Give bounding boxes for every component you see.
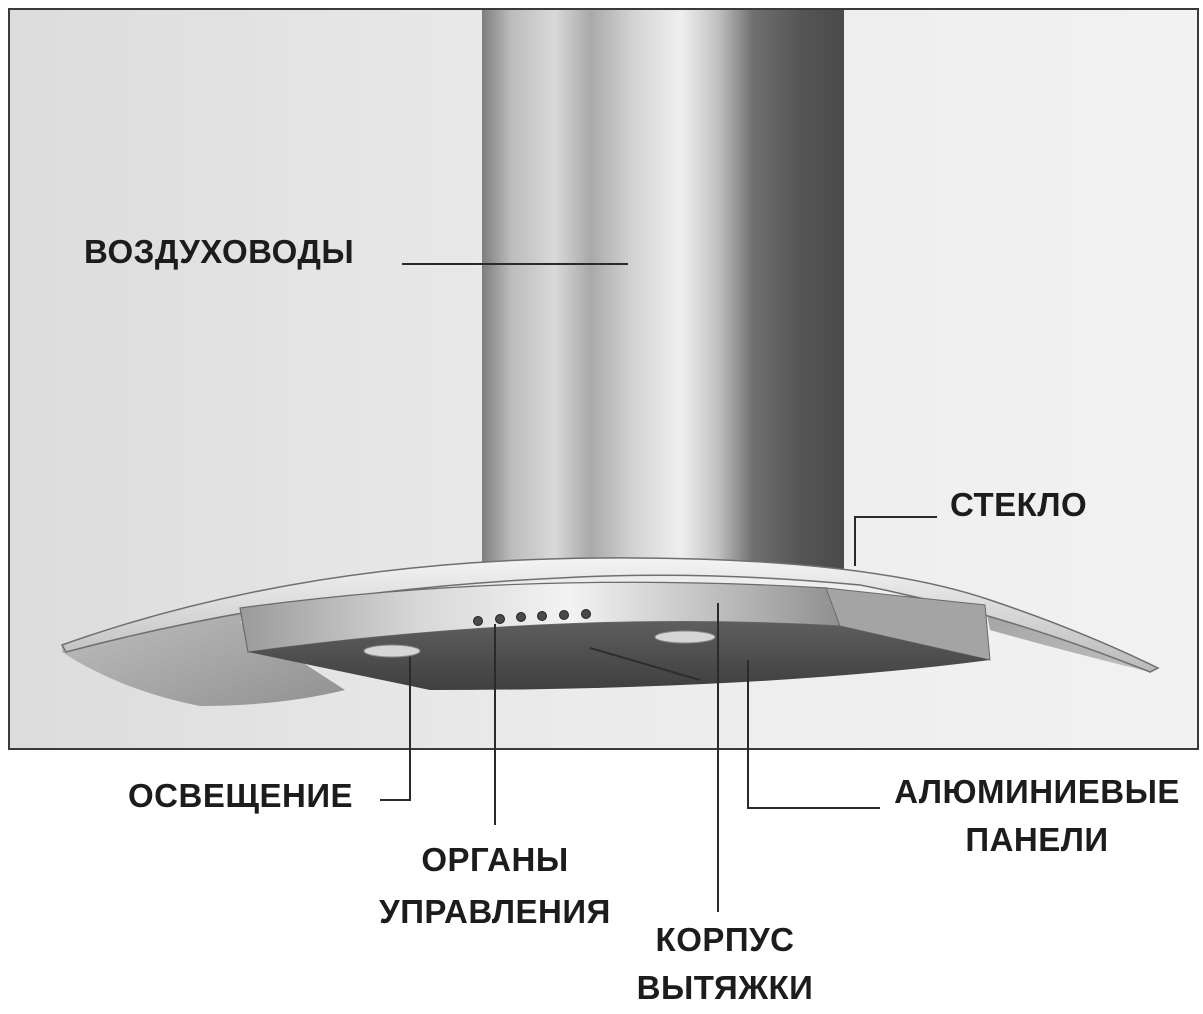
panel-divider [589,647,701,681]
leader-lines [380,263,937,912]
light-left [363,644,421,658]
leader-panels [747,660,880,809]
glass-wing-left [62,575,400,706]
label-lighting: ОСВЕЩЕНИЕ [128,777,354,814]
label-glass: СТЕКЛО [950,486,1088,523]
label-aluminium-panels: АЛЮМИНИЕВЫЕ ПАНЕЛИ [894,773,1180,858]
label-controls: ОРГАНЫ УПРАВЛЕНИЯ [379,841,611,930]
light-right [654,630,716,644]
label-hood-body: КОРПУС ВЫТЯЖКИ [636,921,814,1006]
leader-glass [854,516,937,566]
glass-canopy [60,557,1160,673]
control-buttons [473,609,591,626]
leader-lighting [380,657,411,801]
glass-wing-right [840,572,1158,672]
air-duct [482,10,844,570]
label-ducts: ВОЗДУХОВОДЫ [84,233,355,270]
